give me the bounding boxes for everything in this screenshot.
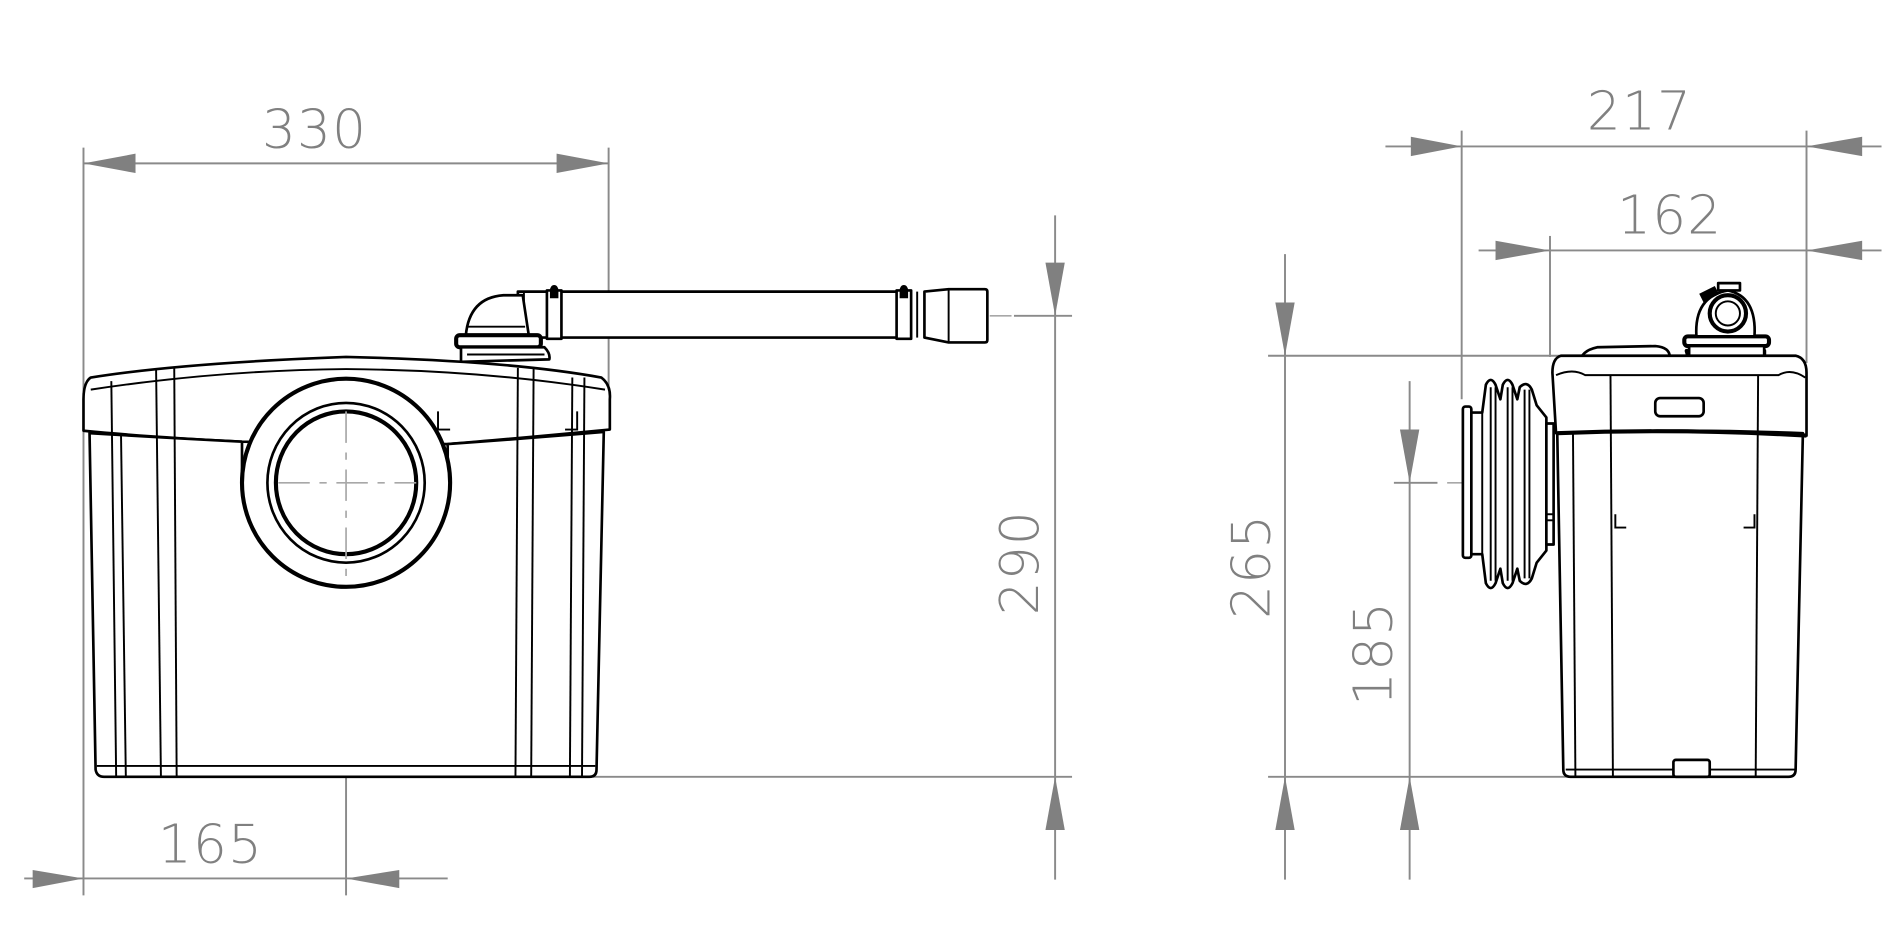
dimension-label-165: 165 xyxy=(158,814,263,876)
bellows-inlet xyxy=(1461,378,1555,590)
drain-plug xyxy=(1672,758,1712,779)
dimension-depth-217: 217 xyxy=(1385,80,1882,400)
dimension-label-265: 265 xyxy=(1220,514,1282,619)
dimension-width-330: 330 xyxy=(82,99,610,896)
front-body xyxy=(82,355,612,779)
side-pump-head xyxy=(1682,281,1772,362)
dimension-height-290: 290 xyxy=(592,215,1073,880)
discharge-pipe xyxy=(516,285,1012,344)
dimension-label-162: 162 xyxy=(1617,185,1722,247)
dimension-label-330: 330 xyxy=(262,99,367,161)
dimension-label-290: 290 xyxy=(989,510,1051,615)
side-body xyxy=(1551,281,1808,779)
handle-slot xyxy=(1653,396,1705,418)
front-view: 330 290 165 xyxy=(24,99,1073,896)
dimension-depth-162: 162 xyxy=(1478,185,1882,357)
dimension-label-217: 217 xyxy=(1587,80,1692,142)
side-view: 217 162 265 185 xyxy=(1220,80,1882,880)
dimension-label-185: 185 xyxy=(1342,601,1404,706)
pump-head-elbow xyxy=(454,293,551,364)
dimension-height-265: 265 xyxy=(1220,254,1573,880)
